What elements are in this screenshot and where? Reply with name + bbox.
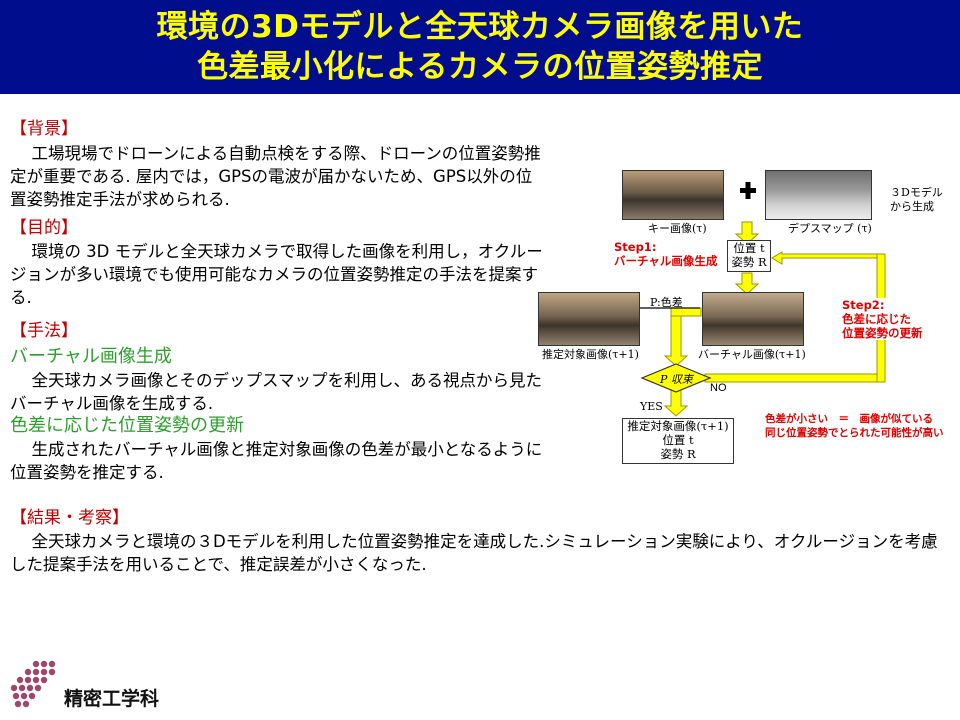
depth-map-image xyxy=(765,170,872,220)
purpose-body: 環境の 3D モデルと全天球カメラで取得した画像を利用し，オクルージョンが多い環… xyxy=(10,242,543,307)
method-subheading-virtual: バーチャル画像生成 xyxy=(10,346,172,367)
background-heading: 【背景】 xyxy=(10,119,78,139)
result-image-label: 推定対象画像(τ+1) xyxy=(627,419,729,433)
step1-label: Step1: バーチャル画像生成 xyxy=(614,240,717,268)
purpose-heading: 【目的】 xyxy=(10,218,78,238)
key-image-caption: キー画像(τ) xyxy=(648,222,707,235)
virtual-image xyxy=(702,292,804,346)
converge-label: P 収束 xyxy=(660,373,693,386)
color-diff-note: 色差が小さい ＝ 画像が似ている 同じ位置姿勢でとられた可能性が高い xyxy=(765,412,944,440)
title-line-2: 色差最小化によるカメラの位置姿勢推定 xyxy=(196,49,764,85)
virtual-image-caption: バーチャル画像(τ+1) xyxy=(698,348,806,361)
results-heading: 【結果・考察】 xyxy=(10,508,129,528)
result-position-label: 位置 t xyxy=(662,433,694,447)
title-bar: 環境の3Dモデルと全天球カメラ画像を用いた 色差最小化によるカメラの位置姿勢推定 xyxy=(0,0,960,94)
department-logo-icon xyxy=(10,660,56,708)
pose-position-label: 位置 t xyxy=(733,241,765,255)
step2-desc-2: 位置姿勢の更新 xyxy=(842,326,923,340)
color-diff-label: P:色差 xyxy=(650,296,683,309)
note-line-1: 色差が小さい ＝ 画像が似ている xyxy=(765,413,933,425)
pose-box: 位置 t 姿勢 R xyxy=(727,240,771,272)
pose-orientation-label: 姿勢 R xyxy=(731,255,767,269)
department-name: 精密工学科 xyxy=(64,688,160,710)
step2-title: Step2: xyxy=(842,298,885,312)
results-body: 全天球カメラと環境の３Dモデルを利用した位置姿勢推定を達成した.シミュレーション… xyxy=(10,532,938,574)
key-image xyxy=(622,170,724,220)
method-body-update: 生成されたバーチャル画像と推定対象画像の色差が最小となるように位置姿勢を推定する… xyxy=(10,440,543,482)
step2-desc-1: 色差に応じた xyxy=(842,312,911,326)
no-label: NO xyxy=(710,382,727,394)
method-body-virtual: 全天球カメラ画像とそのデップスマップを利用し、ある視点から見たバーチャル画像を生… xyxy=(10,371,542,413)
method-subheading-update: 色差に応じた位置姿勢の更新 xyxy=(10,415,244,436)
flow-diagram: キー画像(τ) デプスマップ (τ) ３Dモデル から生成 位置 t 姿勢 R … xyxy=(530,160,960,470)
title-line-1: 環境の3Dモデルと全天球カメラ画像を用いた xyxy=(156,9,804,45)
step2-label: Step2: 色差に応じた 位置姿勢の更新 xyxy=(842,298,923,340)
note-line-2: 同じ位置姿勢でとられた可能性が高い xyxy=(765,427,944,439)
yes-label: YES xyxy=(640,400,663,413)
target-image-caption: 推定対象画像(τ+1) xyxy=(542,348,639,361)
depth-map-caption: デプスマップ (τ) xyxy=(788,222,872,235)
step1-desc: バーチャル画像生成 xyxy=(614,254,718,268)
background-body: 工場現場でドローンによる自動点検をする際、ドローンの位置姿勢推定が重要である. … xyxy=(10,144,541,209)
model-note-2: から生成 xyxy=(890,200,934,213)
step1-title: Step1: xyxy=(614,240,657,254)
model-note-1: ３Dモデル xyxy=(890,186,943,199)
result-box: 推定対象画像(τ+1) 位置 t 姿勢 R xyxy=(622,418,734,464)
target-image xyxy=(538,292,640,346)
result-orientation-label: 姿勢 R xyxy=(660,447,696,461)
method-heading: 【手法】 xyxy=(10,321,78,341)
